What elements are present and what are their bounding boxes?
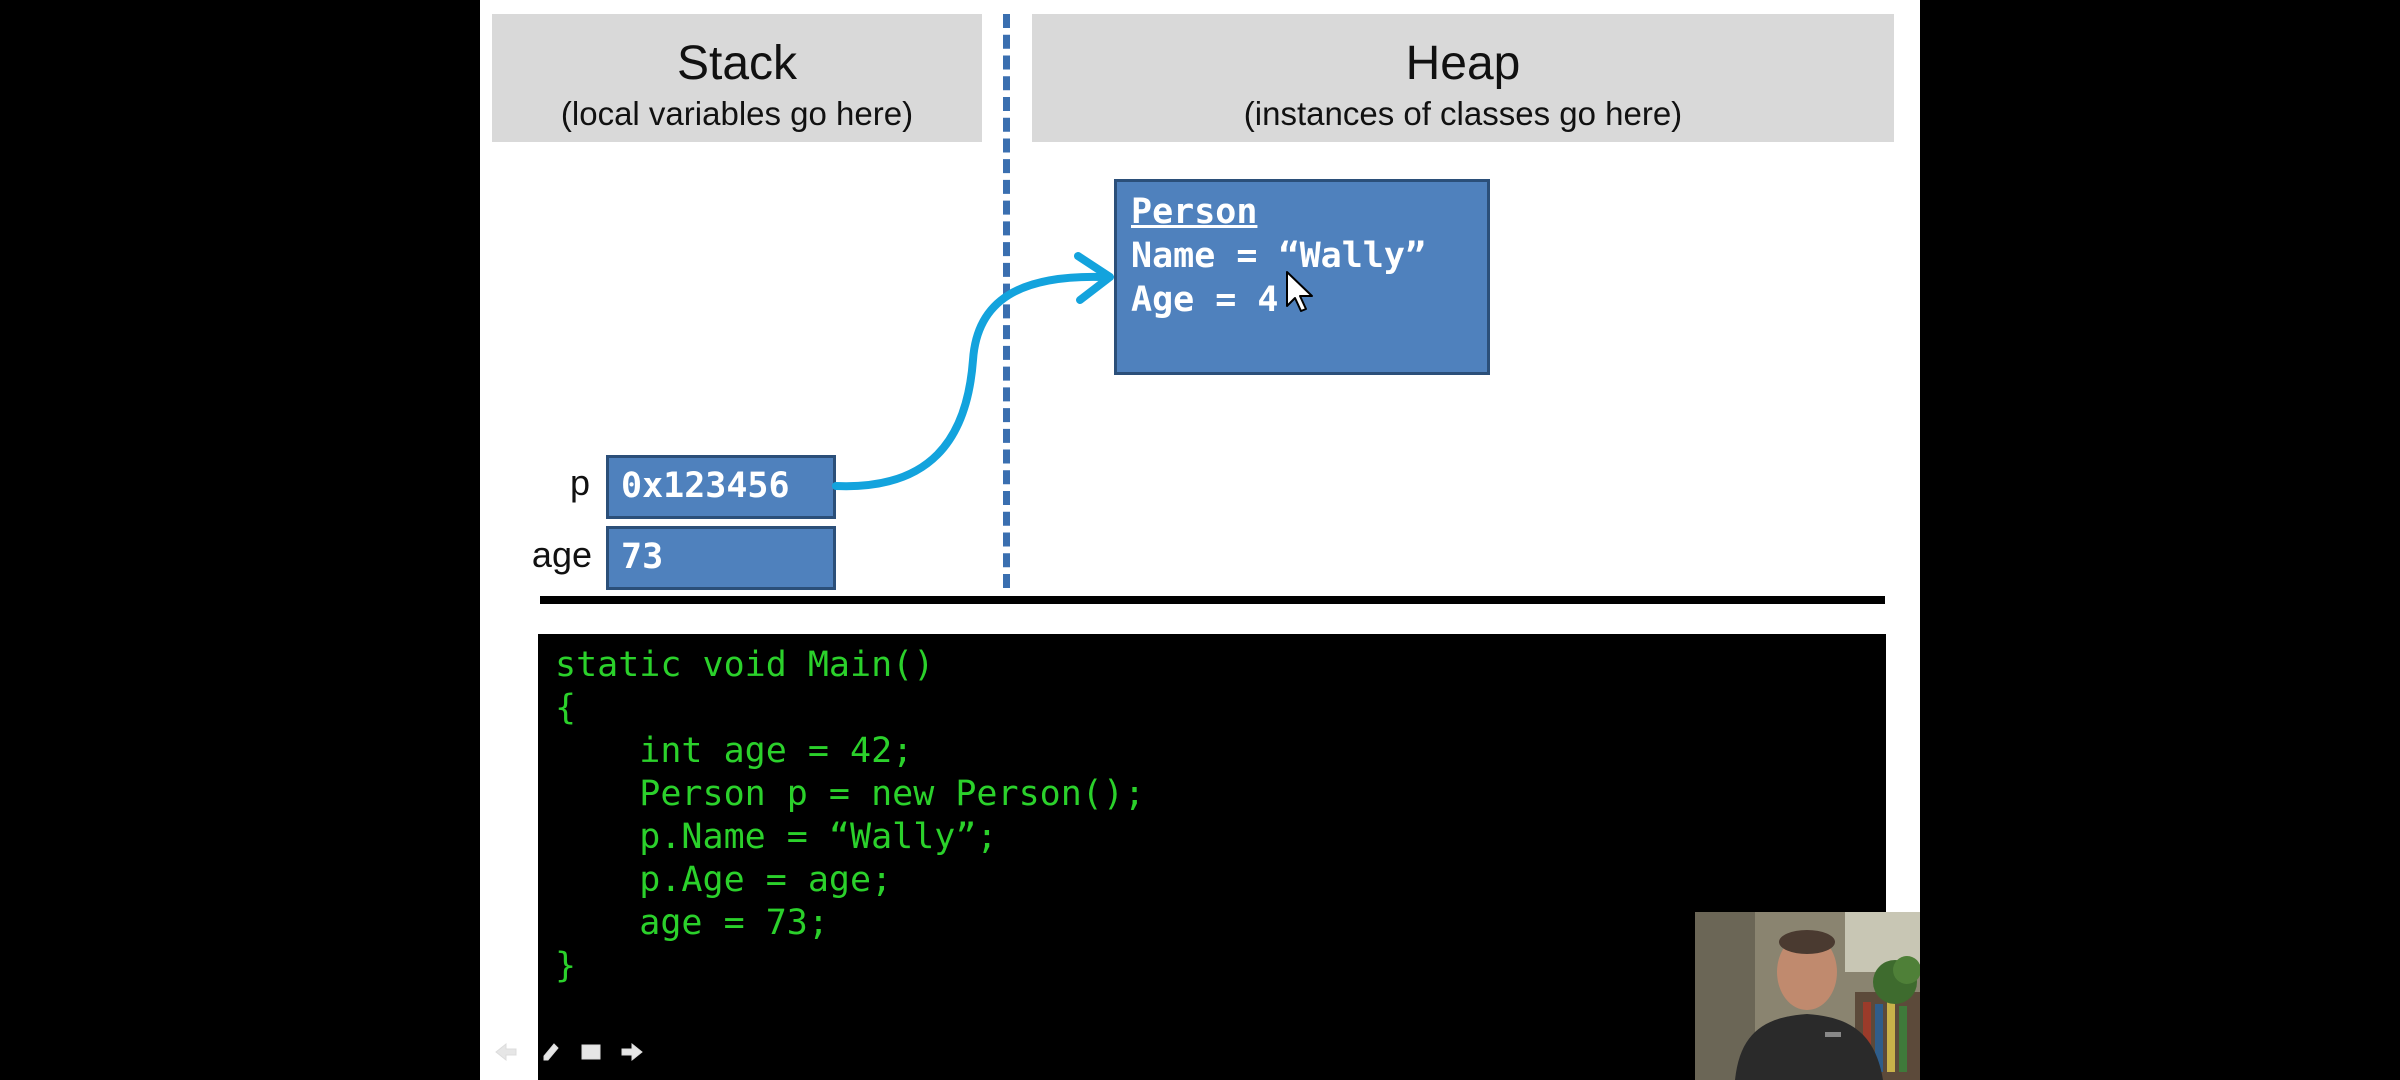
stack-var-box-p: 0x123456 — [606, 455, 836, 519]
heap-subtitle: (instances of classes go here) — [1243, 95, 1683, 132]
prev-slide-icon — [495, 1042, 517, 1062]
stack-var-box-age: 73 — [606, 526, 836, 590]
stack-var-value-age: 73 — [621, 537, 664, 577]
slideshow-controls[interactable] — [492, 1040, 672, 1064]
heap-title: Heap — [1405, 37, 1521, 90]
code-line: age = 73; — [555, 903, 829, 943]
code-line: { — [555, 688, 577, 728]
stack-title: Stack — [676, 37, 798, 90]
code-line: static void Main() — [555, 645, 935, 685]
pen-icon — [543, 1043, 559, 1061]
person-object-box: Person Name = “Wally” Age = 4 — [1114, 179, 1490, 375]
mouse-pointer-icon — [1286, 271, 1313, 312]
section-separator — [540, 596, 1885, 604]
next-slide-icon — [621, 1042, 643, 1062]
object-field-age: Age = 4 — [1131, 280, 1279, 320]
stack-header: Stack (local variables go here) — [492, 14, 982, 142]
heap-header: Heap (instances of classes go here) — [1032, 14, 1894, 142]
code-line: int age = 42; — [555, 731, 914, 771]
code-line: Person p = new Person(); — [555, 774, 1146, 814]
object-field-name: Name = “Wally” — [1131, 236, 1427, 276]
code-panel: static void Main() { int age = 42; Perso… — [538, 634, 1886, 1080]
code-line: p.Age = age; — [555, 860, 893, 900]
stack-var-value-p: 0x123456 — [621, 466, 790, 506]
menu-icon — [581, 1044, 601, 1060]
code-line: p.Name = “Wally”; — [555, 817, 998, 857]
stack-subtitle: (local variables go here) — [560, 95, 914, 132]
presenter-webcam — [1695, 912, 1920, 1080]
stack-heap-divider — [1003, 14, 1010, 588]
object-class-name: Person — [1131, 192, 1258, 232]
code-line: } — [555, 946, 577, 986]
slide: Stack (local variables go here) Heap (in… — [480, 0, 1920, 1080]
stack-var-label-age: age — [531, 534, 592, 575]
stack-var-label-p: p — [569, 462, 590, 503]
